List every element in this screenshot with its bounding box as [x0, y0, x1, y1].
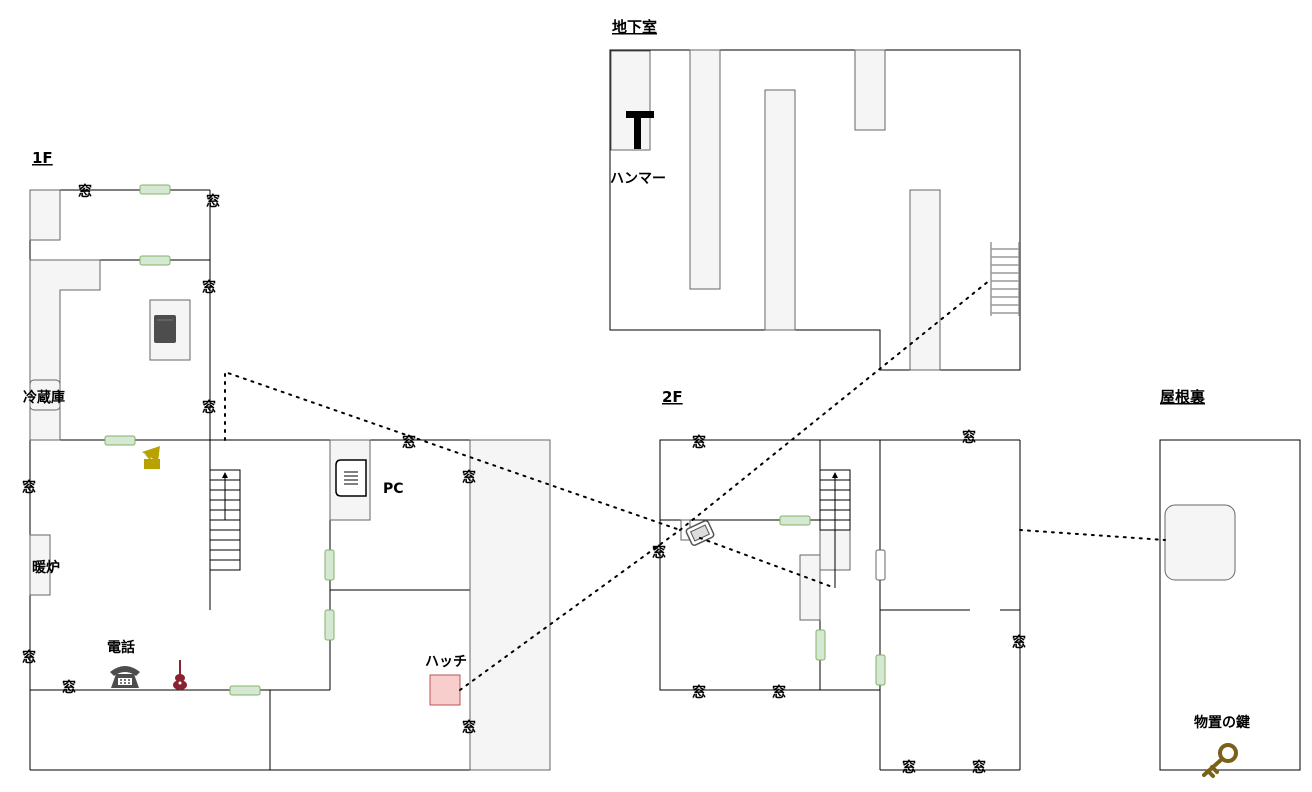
door[interactable] — [139, 184, 171, 195]
fireplace-label: 暖炉 — [32, 559, 60, 576]
window-label: 窓 — [202, 279, 216, 296]
route-1f-stairs-to-2f — [224, 370, 681, 531]
hatch[interactable] — [429, 674, 461, 706]
gramophone-icon[interactable] — [142, 446, 160, 469]
shelf — [799, 554, 821, 621]
pc-label: PC — [383, 481, 404, 497]
staircase-icon[interactable] — [819, 469, 851, 588]
ladder-icon[interactable] — [990, 242, 1020, 316]
window-label: 窓 — [22, 649, 36, 666]
key-label: 物置の鍵 — [1194, 714, 1250, 731]
window-labels: 窓 窓 窓 窓 窓 窓 窓 窓 窓 窓 窓 窓 窓 窓 窓 窓 窓 窓 — [22, 183, 1026, 776]
guitar-icon[interactable] — [173, 660, 187, 690]
route-hatch-to-2f — [459, 529, 681, 691]
hatch-label: ハッチ — [425, 654, 467, 670]
window-label: 窓 — [206, 193, 220, 210]
door[interactable] — [324, 549, 335, 581]
hammer-icon[interactable] — [626, 111, 654, 149]
route-2f-stairs — [699, 537, 836, 589]
route-2f-to-basement — [679, 279, 991, 531]
fireplace[interactable] — [29, 534, 51, 596]
shelf — [29, 189, 61, 241]
door[interactable] — [815, 629, 826, 661]
door[interactable] — [139, 255, 171, 266]
hammer-label: ハンマー — [610, 171, 666, 187]
window-label: 窓 — [402, 434, 416, 451]
pc-icon[interactable] — [335, 459, 367, 497]
door[interactable] — [324, 609, 335, 641]
window-label: 窓 — [202, 399, 216, 416]
tablet-icon[interactable] — [680, 519, 715, 546]
window-label: 窓 — [1012, 634, 1026, 651]
window-label: 窓 — [692, 684, 706, 701]
window-label: 窓 — [22, 479, 36, 496]
kitchen-counter — [29, 259, 101, 441]
basement-wall-1 — [689, 49, 721, 290]
door[interactable] — [229, 685, 261, 696]
basement-wall-3 — [854, 49, 886, 131]
window-label: 窓 — [652, 544, 666, 561]
basement-map: ハンマー — [609, 49, 1021, 371]
book-icon[interactable] — [154, 315, 176, 343]
fridge-label: 冷蔵庫 — [23, 389, 65, 406]
route-2f-to-attic — [1019, 529, 1166, 541]
window-label: 窓 — [78, 183, 92, 200]
window-label: 窓 — [62, 679, 76, 696]
floor-label-1f: 1F — [32, 149, 53, 167]
fridge[interactable] — [29, 379, 61, 411]
floor-label-basement: 地下室 — [612, 18, 657, 36]
window-label: 窓 — [962, 429, 976, 446]
connection-routes — [224, 279, 1166, 691]
floor-label-attic: 屋根裏 — [1160, 388, 1206, 406]
first-floor-map: 冷蔵庫 暖炉 電話 PC ハッチ — [23, 184, 551, 771]
door[interactable] — [104, 435, 136, 446]
door[interactable] — [875, 549, 886, 581]
window-label: 窓 — [902, 759, 916, 776]
window-label: 窓 — [692, 434, 706, 451]
staircase-icon[interactable] — [209, 469, 241, 571]
attic-box[interactable] — [1164, 504, 1236, 581]
door[interactable] — [875, 654, 886, 686]
key-icon[interactable] — [1202, 743, 1238, 778]
basement-wall-4 — [909, 189, 941, 371]
window-label: 窓 — [972, 759, 986, 776]
window-label: 窓 — [772, 684, 786, 701]
basement-wall-2 — [764, 89, 796, 331]
phone-label: 電話 — [107, 639, 135, 656]
window-label: 窓 — [462, 719, 476, 736]
second-floor-map — [659, 439, 1021, 771]
floor-label-2f: 2F — [662, 388, 683, 406]
corridor-1f — [469, 439, 551, 771]
window-label: 窓 — [462, 469, 476, 486]
door[interactable] — [779, 515, 811, 526]
attic-map: 物置の鍵 — [1159, 439, 1301, 778]
basement-alcove — [610, 50, 651, 151]
telephone-icon[interactable] — [110, 666, 140, 688]
